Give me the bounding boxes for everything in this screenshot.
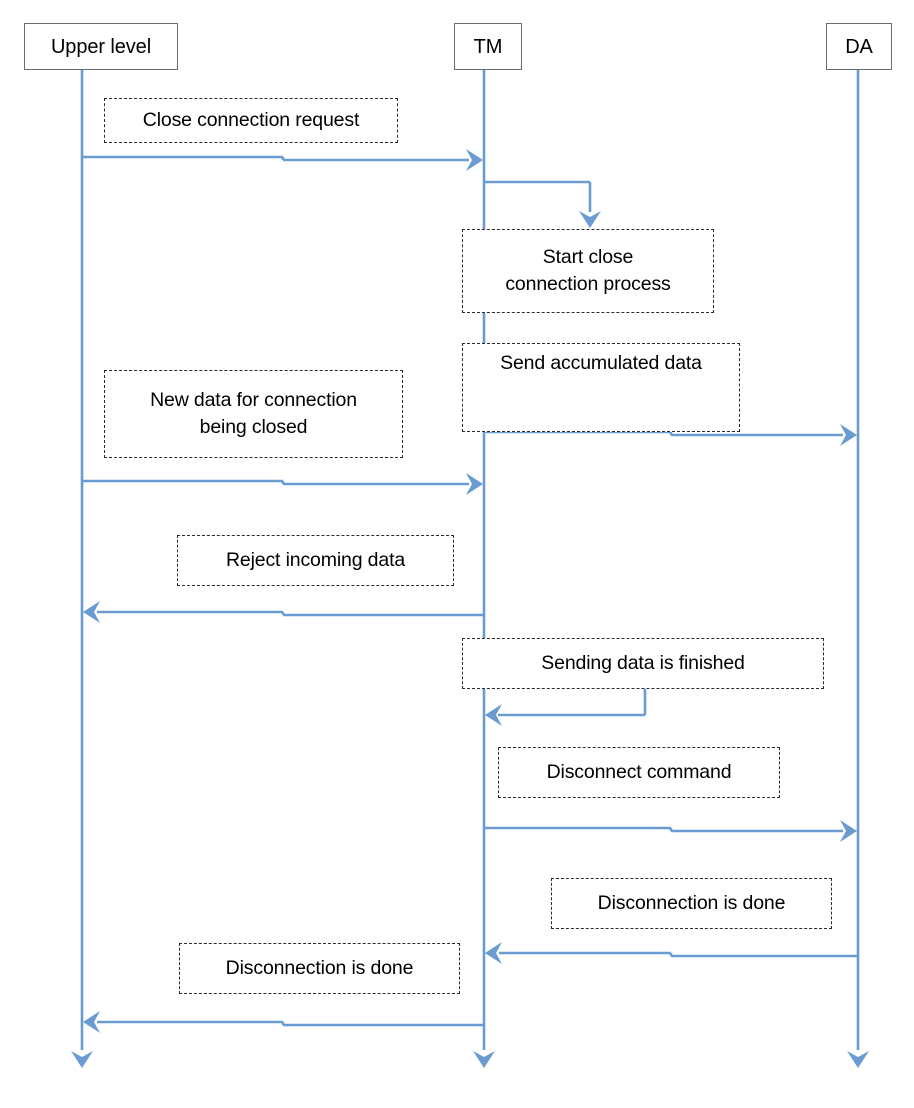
message-note-text: New data for connection being closed [150, 389, 357, 438]
message-note-text: Start close connection process [505, 246, 671, 295]
message-note-text: Disconnect command [546, 761, 732, 783]
message-arrowhead-m4 [466, 473, 483, 495]
message-note-text: Reject incoming data [225, 549, 406, 571]
lifeline-terminator-arrow-tm [473, 1051, 495, 1068]
lifeline-terminator-arrow-upper [71, 1051, 93, 1068]
lifeline-header-tm[interactable]: TM [454, 23, 522, 70]
message-arrowhead-m1 [466, 149, 483, 171]
self-message-arrowhead-m6 [485, 704, 502, 726]
self-message-arrowhead-m2 [579, 211, 601, 228]
message-note[interactable]: Start close connection process [462, 229, 714, 313]
message-note[interactable]: Send accumulated data [462, 343, 740, 432]
lifeline-header-upper-level[interactable]: Upper level [24, 23, 178, 70]
message-note[interactable]: Disconnection is done [179, 943, 460, 994]
message-note-text: Disconnection is done [597, 892, 786, 914]
message-note[interactable]: Disconnect command [498, 747, 780, 798]
message-arrowhead-m8 [485, 942, 502, 964]
message-note[interactable]: Disconnection is done [551, 878, 832, 929]
message-note-text: Send accumulated data [500, 352, 702, 374]
message-note[interactable]: New data for connection being closed [104, 370, 403, 458]
message-arrowhead-m3 [840, 424, 857, 446]
message-note-text: Disconnection is done [225, 957, 414, 979]
lifeline-label-tm: TM [473, 35, 503, 58]
message-arrowhead-m9 [83, 1011, 100, 1033]
lifeline-label-upper-level: Upper level [50, 35, 152, 58]
message-note[interactable]: Reject incoming data [177, 535, 454, 586]
lifeline-header-da[interactable]: DA [826, 23, 892, 70]
message-note[interactable]: Close connection request [104, 98, 398, 143]
lifeline-terminator-arrow-da [847, 1051, 869, 1068]
message-arrowhead-m7 [840, 820, 857, 842]
message-note-text: Sending data is finished [541, 652, 745, 674]
lifeline-label-da: DA [845, 35, 873, 58]
message-note-text: Close connection request [142, 109, 360, 131]
message-arrowhead-m5 [83, 601, 100, 623]
message-note[interactable]: Sending data is finished [462, 638, 824, 689]
